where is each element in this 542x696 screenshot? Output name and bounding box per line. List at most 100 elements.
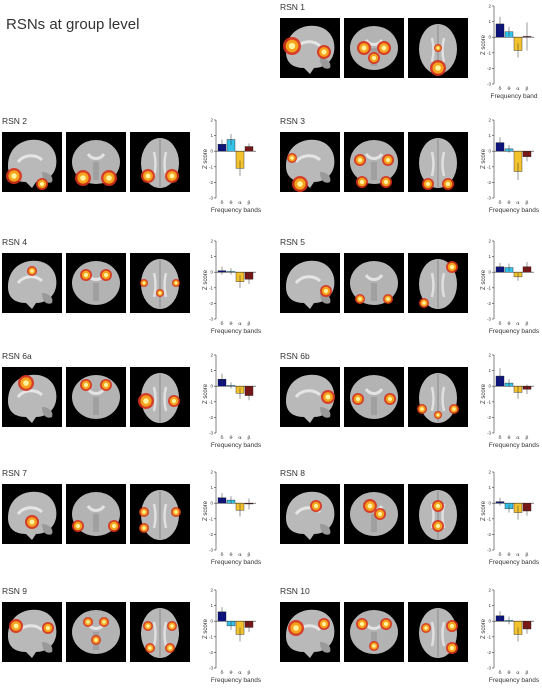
y-tick-label: 0 [488, 35, 491, 40]
band-tick-label: β [248, 200, 251, 206]
y-tick-label: 0 [210, 270, 213, 275]
band-tick-label: β [248, 552, 251, 558]
y-tick-label: -2 [487, 66, 491, 71]
x-axis-label: Frequency bands [211, 559, 262, 566]
band-tick-label: α [516, 670, 520, 676]
y-tick-label: -2 [487, 532, 491, 537]
band-tick-label: β [526, 435, 529, 441]
y-tick-label: -3 [487, 317, 491, 322]
y-axis-label: Z score [481, 500, 487, 521]
rsn-label: RSN 1 [280, 2, 306, 12]
brain-map-axial [130, 602, 190, 662]
band-tick-label: β [526, 670, 529, 676]
y-tick-label: -3 [209, 317, 213, 322]
band-tick-label: α [238, 435, 242, 441]
y-tick-label: 2 [210, 470, 213, 475]
brain-map-coronal [66, 253, 126, 313]
y-tick-label: -2 [487, 180, 491, 185]
x-axis-label: Frequency bands [211, 207, 262, 214]
y-tick-label: 2 [488, 239, 491, 244]
y-tick-label: 1 [488, 603, 491, 608]
brain-map-axial [408, 253, 468, 313]
y-tick-label: 0 [210, 384, 213, 389]
band-tick-label: α [516, 435, 520, 441]
band-tick-label: δ [220, 552, 223, 558]
brain-map-coronal [344, 18, 404, 78]
brain-map-sagittal [2, 602, 62, 662]
brain-map-sagittal [2, 367, 62, 427]
y-tick-label: -3 [209, 666, 213, 671]
rsn-label: RSN 9 [2, 586, 28, 596]
band-tick-label: δ [498, 552, 501, 558]
y-tick-label: -1 [487, 634, 491, 639]
y-tick-label: -1 [487, 164, 491, 169]
brain-map-coronal [344, 484, 404, 544]
y-tick-label: 2 [210, 353, 213, 358]
brain-map-axial [408, 367, 468, 427]
brain-map-axial [130, 367, 190, 427]
y-tick-label: -2 [487, 650, 491, 655]
y-tick-label: -1 [209, 399, 213, 404]
brain-map-coronal [344, 132, 404, 192]
y-tick-label: -2 [209, 650, 213, 655]
rsn-label: RSN 6a [2, 351, 32, 361]
band-tick-label: θ [229, 552, 232, 558]
y-tick-label: 2 [488, 4, 491, 9]
y-tick-label: 1 [488, 485, 491, 490]
band-tick-label: θ [507, 670, 510, 676]
brain-map-sagittal [280, 253, 340, 313]
brain-map-axial [130, 132, 190, 192]
band-tick-label: θ [229, 435, 232, 441]
brain-map-axial [408, 602, 468, 662]
band-tick-label: δ [498, 86, 501, 92]
x-axis-label: Frequency bands [489, 207, 540, 214]
band-tick-label: α [238, 670, 242, 676]
y-axis-label: Z score [203, 500, 209, 521]
rsn-label: RSN 3 [280, 116, 306, 126]
brain-map-coronal [66, 132, 126, 192]
brain-map-sagittal [2, 484, 62, 544]
brain-map-sagittal [2, 132, 62, 192]
x-axis-label: Frequency bands [489, 559, 540, 566]
band-tick-label: α [516, 86, 520, 92]
band-tick-label: β [248, 670, 251, 676]
y-axis-label: Z score [481, 383, 487, 404]
x-axis-label: Frequency bands [211, 328, 262, 335]
band-tick-label: δ [220, 670, 223, 676]
x-axis-label: Frequency bands [211, 442, 262, 449]
band-tick-label: α [516, 200, 520, 206]
y-tick-label: -3 [487, 666, 491, 671]
band-tick-label: β [526, 200, 529, 206]
band-tick-label: α [238, 552, 242, 558]
y-tick-label: -1 [487, 50, 491, 55]
y-tick-label: 1 [210, 254, 213, 259]
band-tick-label: θ [507, 200, 510, 206]
rsn-label: RSN 8 [280, 468, 306, 478]
band-tick-label: δ [220, 321, 223, 327]
brain-map-axial [408, 18, 468, 78]
brain-map-sagittal [280, 367, 340, 427]
y-axis-label: Z score [481, 269, 487, 290]
band-tick-label: α [238, 200, 242, 206]
y-tick-label: -1 [487, 399, 491, 404]
band-tick-label: θ [507, 435, 510, 441]
brain-map-coronal [344, 253, 404, 313]
y-tick-label: 1 [488, 368, 491, 373]
y-tick-label: -3 [209, 196, 213, 201]
band-tick-label: α [238, 321, 242, 327]
brain-map-sagittal [280, 18, 340, 78]
y-tick-label: 0 [488, 619, 491, 624]
y-tick-label: 0 [488, 384, 491, 389]
